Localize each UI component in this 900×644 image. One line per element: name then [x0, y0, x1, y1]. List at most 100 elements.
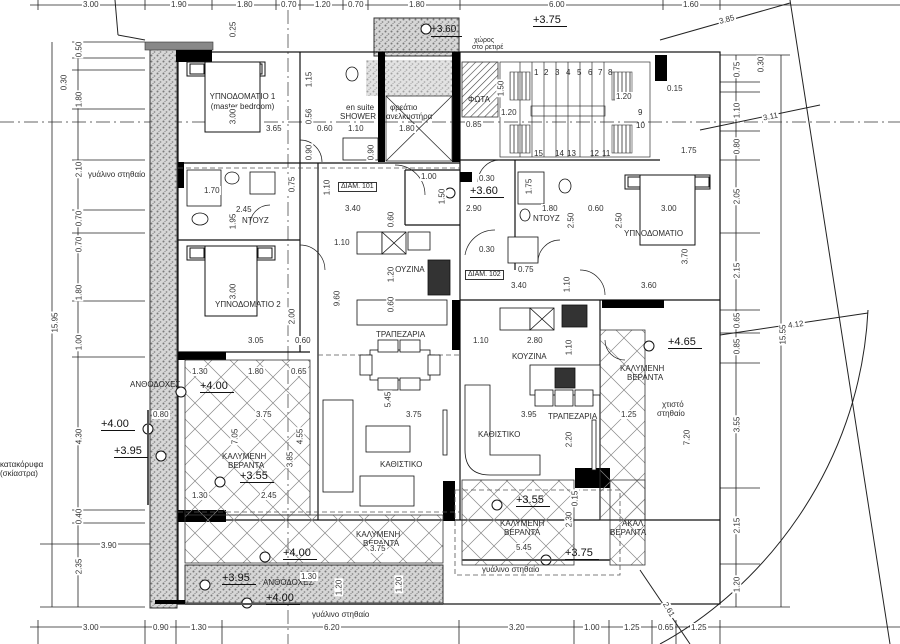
room-label-veranda-3b: ΒΕΡΑΝΤΑ: [627, 373, 664, 382]
room-label-planter-1: ΑΝΘΟΔΟΧΕΣ: [130, 380, 181, 389]
stair-number: 15: [534, 149, 543, 158]
dim-inner-245: 2.45: [235, 205, 253, 214]
dim-right-13: 15.55: [778, 323, 788, 346]
dim-right-0: 0.75: [732, 60, 742, 79]
dim-left-7: 1.00: [74, 333, 84, 352]
dim-inner-120d: 1.20: [394, 575, 404, 594]
dim-inner-150: 1.50: [496, 79, 506, 98]
dim-right-12: 1.20: [732, 575, 742, 594]
dim-inner-120e: 1.20: [334, 578, 344, 597]
room-label-lift-1: φρεάτιο: [390, 103, 418, 112]
stair-number: 11: [602, 149, 611, 158]
dim-right-4: 0.80: [732, 137, 742, 156]
dim-inner-015: 0.15: [570, 489, 580, 508]
dim-right-1: 0.30: [756, 55, 766, 74]
level-395-a: +3.95: [114, 445, 148, 458]
dim-inner-195: 1.95: [228, 212, 238, 231]
room-label-veranda-2b: ΒΕΡΑΝΤΑ: [363, 539, 399, 548]
dim-left-9: 0.40: [74, 507, 84, 526]
dim-inner-110f: 1.10: [564, 338, 574, 357]
dim-left-8: 4.30: [74, 427, 84, 446]
dim-inner-300a: 3.00: [228, 107, 238, 126]
room-label-living-1: ΚΑΘΙΣΤΙΚΟ: [380, 460, 423, 469]
apartment-tag-101: ΔΙΑΜ. 101: [338, 182, 377, 192]
room-label-shaft: ΦΩΤΑ: [468, 95, 490, 104]
room-label-veranda-4a: ΚΑΛΥΜΕΝΗ: [500, 519, 545, 528]
dim-inner-385: 3.85: [285, 450, 295, 469]
dim-inner-150b: 1.50: [437, 187, 447, 206]
roof-label-2: στο ρετιρέ: [472, 44, 504, 51]
dim-top-8: 1.60: [682, 0, 700, 9]
dim-bottom-2: 1.30: [190, 623, 208, 632]
planter-left: [149, 47, 178, 609]
dim-inner-175: 1.75: [524, 177, 534, 196]
stair-number: 3: [555, 68, 560, 77]
dim-inner-300c: 3.00: [660, 204, 678, 213]
dim-inner-390: 3.90: [100, 541, 118, 550]
room-label-ensuite: en suite: [346, 103, 375, 112]
dim-top-2: 1.80: [236, 0, 254, 9]
dim-right-6: 2.05: [732, 187, 742, 206]
dim-inner-120a: 1.20: [500, 108, 518, 117]
dim-left-3: 2.10: [74, 160, 84, 179]
dim-top-7: 6.00: [548, 0, 566, 9]
dim-bottom-1: 0.90: [152, 623, 170, 632]
dim-bottom-6: 1.25: [623, 623, 641, 632]
note-vertical-shades-1: κατακόρυφα: [0, 460, 44, 469]
dim-inner-375b: 3.75: [405, 410, 423, 419]
room-label-veranda-5a: ΑΚΑΛ.: [622, 519, 646, 528]
room-label-bath-1: ΝΤΟΥΖ: [242, 216, 269, 225]
dim-inner-060e: 0.60: [587, 204, 605, 213]
note-glass-rail-left: γυάλινο στηθαίο: [88, 170, 146, 179]
dim-inner-130b: 1.30: [191, 491, 209, 500]
dim-right-3: 1.10: [732, 101, 742, 120]
level-400-c: +4.00: [283, 547, 317, 560]
stair-number: 1: [534, 68, 539, 77]
dim-inner-030b: 0.30: [478, 245, 496, 254]
level-375-top: +3.75: [533, 14, 567, 27]
room-label-bath-2: ΝΤΟΥΖ: [533, 214, 560, 223]
dim-inner-110b: 1.10: [322, 178, 332, 197]
room-label-veranda-4b: ΒΕΡΑΝΤΑ: [504, 528, 541, 537]
stair-number: 14: [555, 149, 564, 158]
stair-number: 13: [567, 149, 576, 158]
dim-inner-090b: 0.90: [366, 143, 376, 162]
dim-inner-060b: 0.60: [386, 210, 396, 229]
dim-inner-090a: 0.90: [304, 143, 314, 162]
dim-right-8: 0.65: [732, 311, 742, 330]
dim-right-10: 3.55: [732, 415, 742, 434]
room-label-planter-2: ΑΝΘΟΔΟΧΕΣ: [263, 578, 314, 587]
dim-inner-065: 0.65: [290, 367, 308, 376]
dim-left-1: 0.30: [59, 73, 69, 92]
dim-inner-120c: 1.20: [386, 265, 396, 284]
dim-left-2: 1.80: [74, 90, 84, 109]
room-label-living-2: ΚΑΘΙΣΤΙΚΟ: [478, 430, 521, 439]
dim-inner-705: 7.05: [230, 427, 240, 446]
note-glass-rail-bottom: γυάλινο στηθαίο: [312, 610, 370, 619]
dim-inner-110a: 1.10: [347, 124, 365, 133]
note-glass-rail-bottom-2: γυάλινο στηθαίο: [482, 565, 540, 574]
room-label-veranda-1a: ΚΑΛΥΜΕΝΗ: [222, 452, 267, 461]
note-masonry-rail-1: χτιστό: [662, 400, 684, 409]
dim-right-9: 0.85: [732, 337, 742, 356]
dim-inner-170: 1.70: [203, 186, 221, 195]
room-label-veranda-2a: ΚΑΛΥΜΕΝΗ: [356, 530, 401, 539]
room-label-bedroom-3: ΥΠΝΟΔΟΜΑΤΙΟ: [624, 229, 684, 238]
dim-inner-085: 0.85: [465, 120, 483, 129]
dim-top-0: 3.00: [82, 0, 100, 9]
room-label-bedroom-2: ΥΠΝΟΔΟΜΑΤΙΟ 2: [215, 300, 281, 309]
dim-bottom-3: 6.20: [323, 623, 341, 632]
dim-inner-110e: 1.10: [472, 336, 490, 345]
level-395-b: +3.95: [222, 572, 256, 585]
dim-left-4: 0.70: [74, 209, 84, 228]
level-360-mid: +3.60: [470, 185, 504, 198]
stair-number: 7: [598, 68, 603, 77]
dim-inner-130a: 1.30: [191, 367, 209, 376]
dim-right-5: 1.75: [680, 146, 698, 155]
room-label-veranda-5b: ΒΕΡΑΝΤΑ: [610, 528, 647, 537]
dim-top-6: 1.80: [408, 0, 426, 9]
dim-inner-200: 2.00: [287, 307, 297, 326]
dim-inner-365: 3.65: [265, 124, 283, 133]
dim-top-5: 0.70: [347, 0, 365, 9]
